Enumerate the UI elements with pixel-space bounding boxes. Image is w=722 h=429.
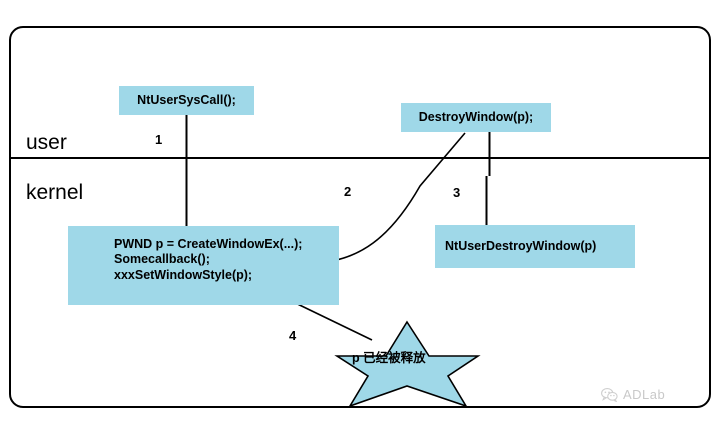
freed-pointer-star-label: p 已经被释放 [352, 351, 426, 365]
step-marker-4: 4 [289, 328, 297, 343]
step-marker-1: 1 [155, 132, 163, 147]
watermark: ADLab [601, 387, 665, 402]
step-marker-3: 3 [453, 185, 461, 200]
user-kernel-divider [11, 157, 709, 159]
kernel-code-block[interactable]: PWND p = CreateWindowEx(...); Somecallba… [68, 226, 339, 305]
region-label-kernel: kernel [26, 181, 84, 204]
box-destroywindow[interactable]: DestroyWindow(p); [401, 103, 551, 132]
wechat-icon [601, 387, 618, 402]
code-line-xxxsetwindowstyle: xxxSetWindowStyle(p); [114, 267, 253, 282]
code-line-somecallback: Somecallback(); [114, 252, 210, 267]
box-ntuserdestroywindow[interactable]: NtUserDestroyWindow(p) [435, 225, 635, 268]
box-ntusersyscall[interactable]: NtUserSysCall(); [119, 86, 254, 115]
code-line-createwindowex: PWND p = CreateWindowEx(...); [114, 237, 303, 251]
region-label-user: user [26, 131, 67, 154]
step-marker-2: 2 [344, 184, 352, 199]
watermark-label: ADLab [623, 387, 666, 402]
